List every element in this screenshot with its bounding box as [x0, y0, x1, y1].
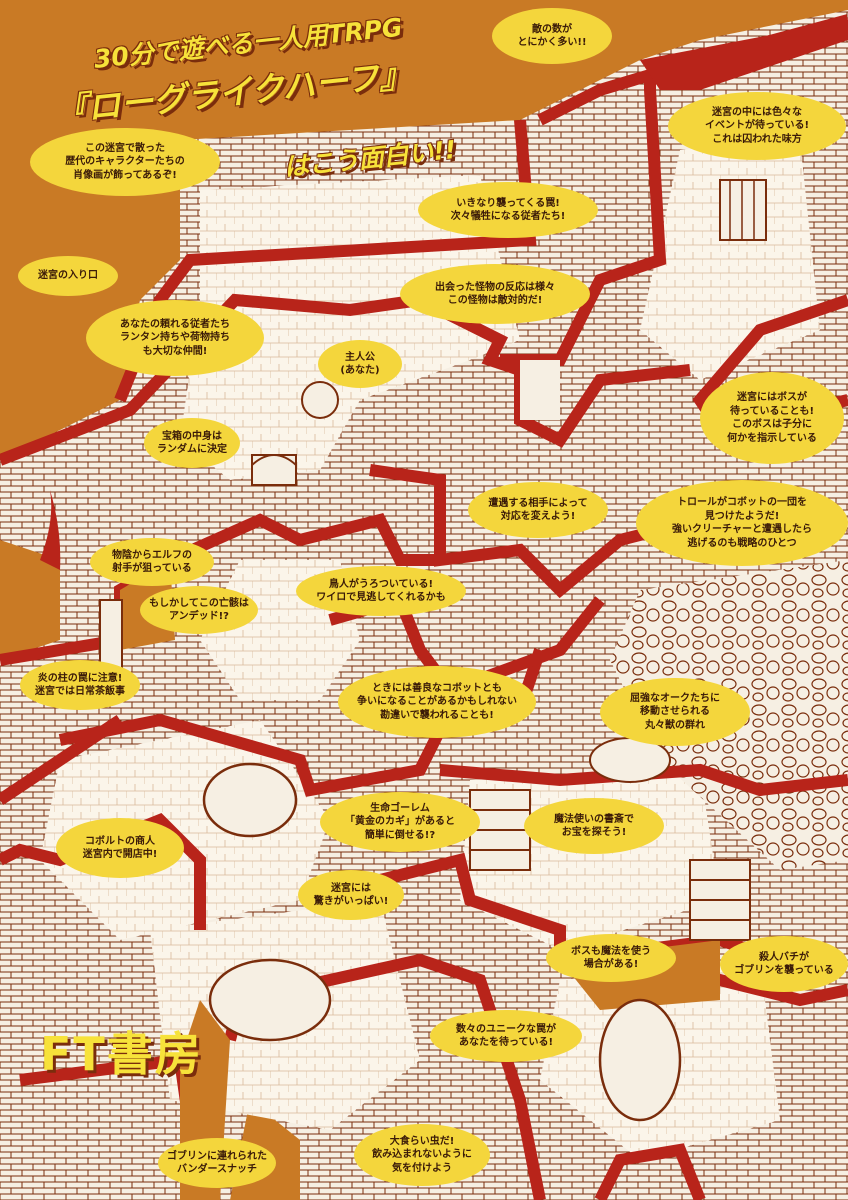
callout-golem: 生命ゴーレム 「黄金のカギ」があると 簡単に倒せる!? [320, 792, 480, 852]
callout-boss-magic: ボスも魔法を使う 場合がある! [546, 934, 676, 982]
callout-entrance: 迷宮の入り口 [18, 256, 118, 296]
callout-monster-reaction: 出会った怪物の反応は様々 この怪物は敵対的だ! [400, 264, 590, 324]
callout-treasure: 宝箱の中身は ランダムに決定 [144, 418, 240, 468]
callout-trap-attack: いきなり襲ってくる罠! 次々犠牲になる従者たち! [418, 182, 598, 238]
callout-bandersnatch: ゴブリンに連れられた バンダースナッチ [158, 1138, 276, 1188]
publisher-logo: FT書房 [40, 1027, 203, 1081]
callout-kobold-conflict: ときには善良なコボットとも 争いになることがあるかもしれない 勘違いで襲われるこ… [338, 666, 536, 738]
callout-unique-traps: 数々のユニークな罠が あなたを待っている! [430, 1010, 582, 1062]
callout-enemy-count: 敵の数が とにかく多い!! [492, 8, 612, 64]
callout-glutton-worm: 大食らい虫だ! 飲み込まれないように 気を付けよう [354, 1124, 490, 1186]
callout-followers: あなたの頼れる従者たち ランタン持ちや荷物持ち も大切な仲間! [86, 300, 264, 376]
callout-elf-archer: 物陰からエルフの 射手が狙っている [90, 538, 214, 586]
callout-orc-herd: 屈強なオークたちに 移動させられる 丸々獣の群れ [600, 678, 750, 746]
callout-fire-trap: 炎の柱の罠に注意! 迷宮では日常茶飯事 [20, 660, 140, 710]
callout-birdman: 鳥人がうろついている! ワイロで見逃してくれるかも [296, 566, 466, 616]
callout-killer-bee: 殺人バチが ゴブリンを襲っている [720, 936, 848, 992]
callout-troll: トロールがコボットの一団を 見つけたようだ! 強いクリーチャーと遭遇したら 逃げ… [636, 480, 848, 566]
callout-encounter: 遭遇する相手によって 対応を変えよう! [468, 482, 608, 538]
callout-surprises: 迷宮には 驚きがいっぱい! [298, 870, 404, 920]
callout-undead: もしかしてこの亡骸は アンデッド!? [140, 586, 258, 634]
callout-kobold-merchant: コボルトの商人 迷宮内で開店中! [56, 818, 184, 878]
callout-captured-ally: 迷宮の中には色々な イベントが待っている! これは囚われた味方 [668, 92, 846, 160]
callout-boss-orders: 迷宮にはボスが 待っていることも! このボスは子分に 何かを指示している [700, 372, 844, 464]
callout-wizard-study: 魔法使いの書斎で お宝を探そう! [524, 798, 664, 854]
callout-protagonist: 主人公 (あなた) [318, 340, 402, 388]
callout-portraits: この迷宮で散った 歴代のキャラクターたちの 肖像画が飾ってあるぞ! [30, 128, 220, 196]
